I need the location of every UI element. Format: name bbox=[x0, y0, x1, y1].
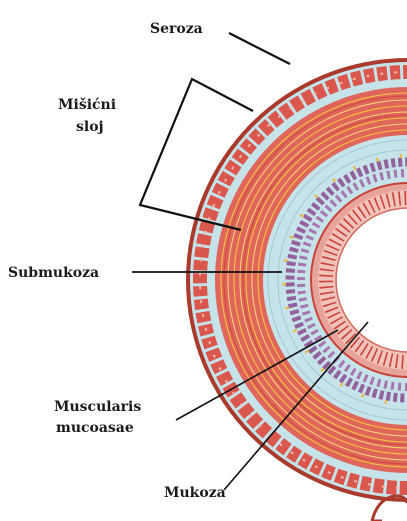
label-muscularis-line2: mucoasae bbox=[56, 420, 134, 436]
label-misicni-line1: Mišićni bbox=[58, 97, 116, 113]
label-muscularis-line1: Muscularis bbox=[54, 399, 141, 415]
seroza-leader bbox=[229, 33, 290, 64]
label-submukoza: Submukoza bbox=[8, 265, 99, 281]
label-misicni-line2: sloj bbox=[76, 119, 104, 135]
label-mukoza: Mukoza bbox=[164, 485, 226, 501]
cross-section-layers bbox=[186, 58, 407, 502]
label-seroza: Seroza bbox=[150, 21, 203, 37]
